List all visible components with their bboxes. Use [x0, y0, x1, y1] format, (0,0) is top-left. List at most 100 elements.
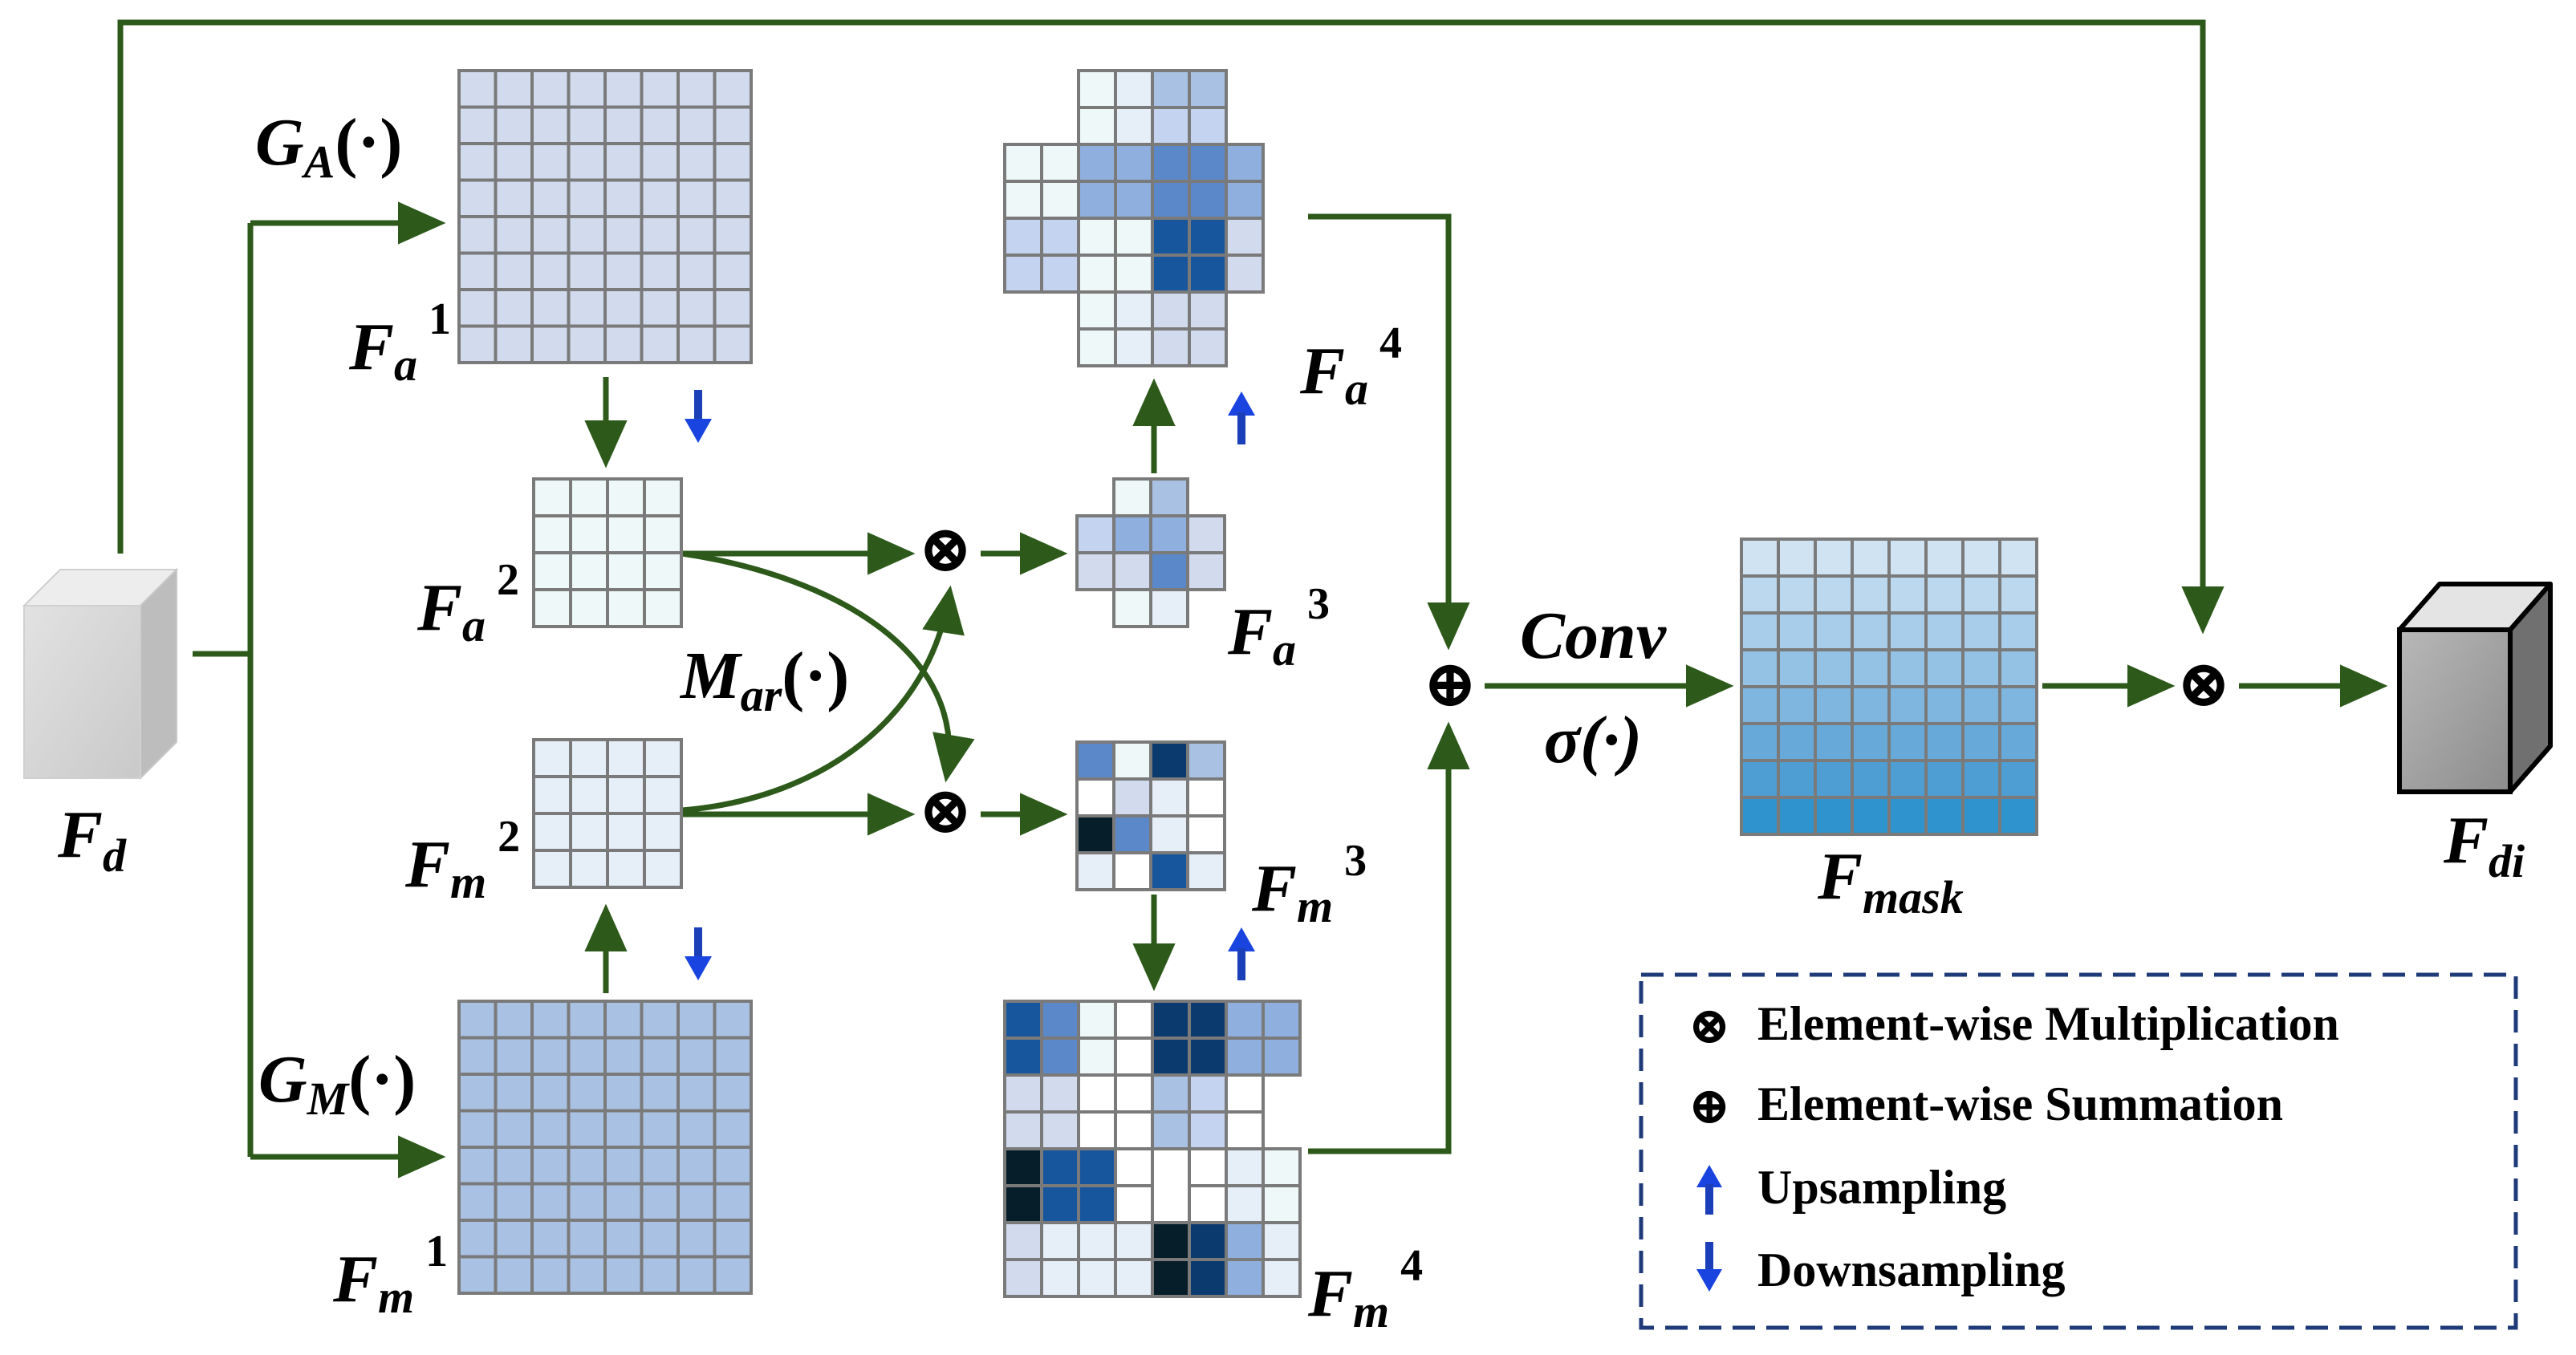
fm4-cell	[1077, 1221, 1117, 1261]
fm1-cell	[640, 1036, 680, 1076]
fa4-cell	[1077, 327, 1117, 367]
fmask-cell	[1740, 538, 1780, 578]
label-fa1: Fa1	[348, 294, 451, 391]
fa4-cell	[1114, 290, 1154, 331]
fa4-cell	[1114, 180, 1154, 220]
fm2-cell	[569, 738, 609, 778]
fm1-cell	[713, 1146, 753, 1186]
fm4-cell	[1114, 1221, 1154, 1261]
fm1-cell	[640, 1182, 680, 1222]
fa4-cell	[1225, 217, 1265, 257]
fmask-cell	[1924, 538, 1965, 578]
mar-curve-to-top-mul	[681, 585, 965, 813]
fm4-cell	[1040, 1110, 1080, 1150]
legend-sum-text: Element-wise Summation	[1757, 1077, 2283, 1130]
fm4-cell	[1188, 1147, 1228, 1187]
fm1-cell	[713, 1182, 753, 1222]
fa4-cell	[1003, 180, 1043, 220]
fm4-cell	[1003, 1073, 1043, 1114]
fmask-cell	[1887, 759, 1928, 799]
fmask-cell	[1887, 611, 1928, 651]
fa4-cell	[1040, 217, 1080, 257]
fm1-cell	[677, 1219, 717, 1259]
fm4-cell	[1262, 1147, 1302, 1187]
fm1-cell	[713, 1036, 753, 1076]
fm1-cell	[457, 1146, 498, 1186]
fm4-cell	[1151, 1110, 1191, 1150]
fa1-cell	[713, 324, 753, 364]
fm4-cell	[1003, 1258, 1043, 1298]
fm1-cell	[530, 1073, 571, 1113]
fm2-cell	[606, 849, 646, 889]
fa4-cell	[1077, 106, 1117, 146]
fmask-cell	[1777, 538, 1817, 578]
fmask-cell	[1998, 648, 2038, 688]
fa3-cell	[1186, 514, 1226, 554]
fmask-cell	[1924, 759, 1965, 799]
fa1-cell	[457, 69, 498, 109]
fm1-cell	[603, 1182, 644, 1222]
fm4-cell	[1225, 1258, 1265, 1298]
fa4-cell	[1151, 327, 1191, 367]
fa4-cell	[1188, 327, 1228, 367]
fm4-cell	[1003, 1184, 1043, 1224]
fm4-cell	[1114, 1110, 1154, 1150]
fmask-cell	[1851, 759, 1891, 799]
fmask-cell	[1961, 685, 2001, 725]
fmask-cell	[1814, 611, 1854, 651]
multiply-operator-final: ⊗	[2176, 647, 2232, 720]
fm1-cell	[494, 1109, 534, 1149]
fa1-cell	[494, 215, 534, 255]
fa1-cell	[713, 288, 753, 328]
fm4-cell	[1077, 1110, 1117, 1150]
fm2-cell	[532, 738, 572, 778]
fa4-cell	[1077, 290, 1117, 331]
fmask-cell	[1740, 685, 1780, 725]
fa1-cell	[530, 142, 571, 182]
multiply-operator-top: ⊗	[918, 513, 973, 586]
fmask-cell	[1814, 722, 1854, 762]
fm2-cell	[569, 812, 609, 852]
fa4-cell	[1114, 327, 1154, 367]
fmask-cell	[1814, 574, 1854, 615]
label-fa3: Fa3	[1227, 579, 1330, 675]
fa4-cell	[1188, 180, 1228, 220]
fa1-cell	[677, 105, 717, 145]
fm1-cell	[494, 1255, 534, 1295]
fmask-cell	[1814, 538, 1854, 578]
fm4-cell	[1040, 1000, 1080, 1040]
fm2-cell	[532, 775, 572, 815]
fa1-cell	[530, 288, 571, 328]
fm4-cell	[1040, 1147, 1080, 1187]
fm3-cell	[1149, 740, 1189, 781]
fa1-cell	[530, 105, 571, 145]
fa4-cell	[1151, 143, 1191, 183]
fa1-cell	[677, 324, 717, 364]
fa1-cell	[640, 251, 680, 291]
fm1-cell	[640, 1073, 680, 1113]
fm1-cell	[457, 1219, 498, 1259]
fa4-cell	[1225, 254, 1265, 294]
fa1-cell	[640, 69, 680, 109]
fm1-cell	[640, 1000, 680, 1040]
fa1-cell	[494, 251, 534, 291]
fm1-cell	[457, 1073, 498, 1113]
fm4-cell	[1003, 1221, 1043, 1261]
fm3-cell	[1075, 740, 1115, 781]
fmask-cell	[1814, 685, 1854, 725]
fmask-cell	[1851, 538, 1891, 578]
fmask-cell	[1740, 759, 1780, 799]
fm3-cell	[1186, 740, 1226, 781]
fm3-cell	[1149, 814, 1189, 854]
fmask-cell	[1961, 538, 2001, 578]
fa3-cell	[1112, 477, 1152, 517]
label-ga: GA(·)	[255, 105, 402, 188]
fm4-cell	[1151, 1073, 1191, 1114]
fmask-cell	[1777, 722, 1817, 762]
legend-border	[1639, 972, 2518, 1330]
fm3-cell	[1149, 777, 1189, 817]
fm1-cell	[640, 1255, 680, 1295]
fa4-cell	[1114, 106, 1154, 146]
fa1-cell	[713, 215, 753, 255]
fm4-cell	[1225, 1073, 1265, 1114]
